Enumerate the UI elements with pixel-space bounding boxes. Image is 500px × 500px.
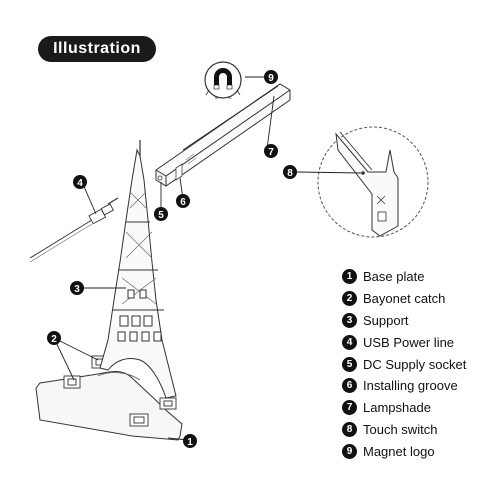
legend-number: 5 (342, 356, 357, 372)
title-text: Illustration (53, 40, 141, 57)
legend-label: USB Power line (363, 334, 455, 350)
legend-item-bayonet-catch: 2 Bayonet catch (342, 288, 500, 310)
magnet-north-letter: N (215, 95, 218, 100)
legend-label: Touch switch (363, 421, 438, 437)
legend-number: 8 (342, 421, 357, 437)
legend-label: Installing groove (363, 378, 458, 394)
bayonet-catch-left (63, 375, 81, 389)
legend-item-base-plate: 1 Base plate (342, 266, 500, 288)
legend-label: Magnet logo (363, 443, 435, 459)
bayonet-catch-back (159, 397, 177, 410)
legend-number: 6 (342, 378, 357, 394)
svg-text:4: 4 (77, 178, 83, 189)
svg-text:7: 7 (268, 147, 274, 158)
svg-text:1: 1 (187, 437, 193, 448)
legend-label: Support (363, 312, 409, 328)
legend-item-usb-power-line: 4 USB Power line (342, 331, 500, 353)
callout-9: 9 (264, 70, 278, 84)
legend-label: Base plate (363, 269, 425, 285)
bayonet-catch-front (129, 413, 149, 427)
callout-2: 2 (47, 331, 61, 345)
legend-number: 7 (342, 400, 357, 416)
callout-7: 7 (264, 144, 278, 158)
magnet-south-letter: S (228, 95, 231, 100)
touch-switch (361, 171, 365, 175)
base-plate-arch (97, 372, 141, 381)
legend-number: 3 (342, 312, 357, 328)
legend-number: 2 (342, 291, 357, 307)
callout-1: 1 (183, 434, 197, 448)
svg-text:5: 5 (158, 210, 164, 221)
usb-power-line (29, 197, 119, 263)
dc-supply-socket (157, 175, 163, 181)
legend-label: Bayonet catch (363, 291, 446, 307)
lampshade (155, 83, 291, 187)
parts-legend: 1 Base plate 2 Bayonet catch 3 Support 4… (342, 266, 500, 462)
callout-4: 4 (73, 175, 87, 189)
callout-3: 3 (70, 281, 84, 295)
svg-text:9: 9 (268, 73, 274, 84)
legend-label: DC Supply socket (363, 356, 467, 372)
legend-number: 4 (342, 334, 357, 350)
svg-text:8: 8 (287, 168, 293, 179)
legend-item-magnet-logo: 9 Magnet logo (342, 440, 500, 462)
legend-item-dc-supply-socket: 5 DC Supply socket (342, 353, 500, 375)
svg-text:6: 6 (180, 197, 186, 208)
magnet-logo-icon: N S (204, 61, 242, 100)
installing-groove (175, 163, 183, 181)
title-badge: Illustration (38, 36, 156, 62)
legend-item-installing-groove: 6 Installing groove (342, 375, 500, 397)
eiffel-tower-support (99, 140, 177, 399)
legend-label: Lampshade (363, 400, 431, 416)
legend-item-lampshade: 7 Lampshade (342, 397, 500, 419)
legend-number: 1 (342, 269, 357, 285)
svg-text:2: 2 (51, 334, 57, 345)
callout-8: 8 (283, 165, 297, 179)
svg-text:3: 3 (74, 284, 80, 295)
touch-switch-inset (317, 126, 429, 238)
legend-item-support: 3 Support (342, 310, 500, 332)
callout-6: 6 (176, 194, 190, 208)
callout-5: 5 (154, 207, 168, 221)
legend-item-touch-switch: 8 Touch switch (342, 419, 500, 441)
legend-number: 9 (342, 443, 357, 459)
